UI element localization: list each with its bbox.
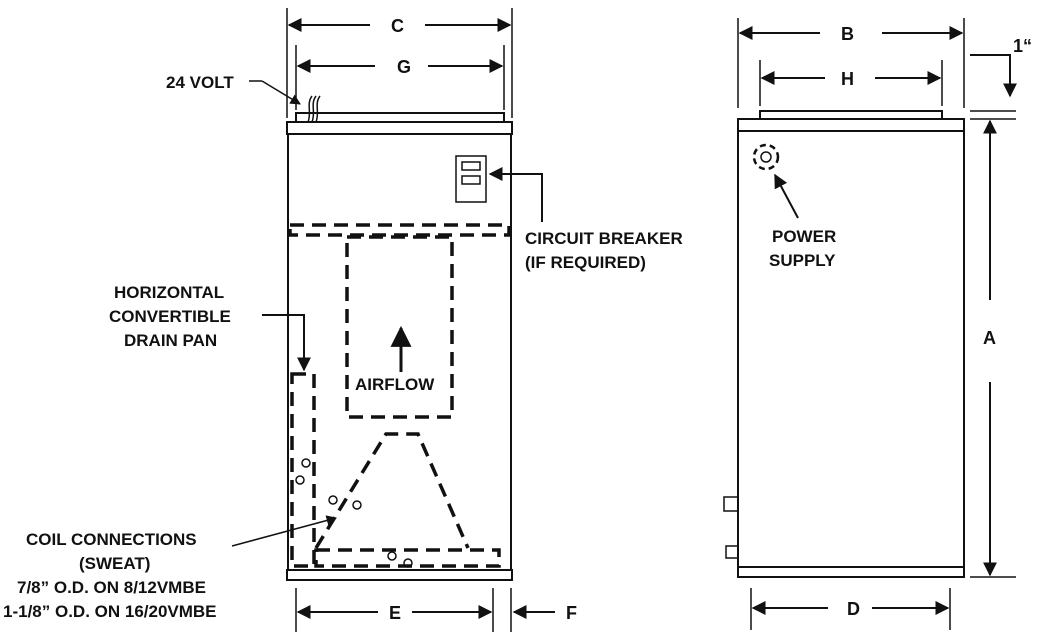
svg-text:24 VOLT: 24 VOLT (166, 73, 234, 92)
svg-text:H: H (841, 69, 854, 89)
dimension-e: E (295, 588, 494, 632)
svg-text:POWER: POWER (772, 227, 836, 246)
svg-text:CONVERTIBLE: CONVERTIBLE (109, 307, 231, 326)
svg-text:7/8” O.D. ON 8/12VMBE: 7/8” O.D. ON 8/12VMBE (17, 578, 206, 597)
side-top-collar (759, 110, 943, 120)
front-top-flange (286, 121, 513, 135)
side-view (723, 110, 965, 578)
dimension-b: B (737, 18, 965, 108)
front-bottom-flange (286, 569, 513, 581)
dimension-one-inch: 1“ (970, 36, 1032, 120)
dimension-a: A (970, 119, 1016, 578)
bottom-pan-dashed (314, 548, 501, 568)
svg-text:1“: 1“ (1013, 36, 1032, 56)
front-view: AIRFLOW (286, 95, 513, 581)
svg-text:COIL CONNECTIONS: COIL CONNECTIONS (26, 530, 197, 549)
airflow-label: AIRFLOW (355, 375, 435, 394)
coil-a-frame-dashed (314, 432, 470, 549)
svg-text:A: A (983, 328, 996, 348)
svg-text:(IF REQUIRED): (IF REQUIRED) (525, 253, 646, 272)
volt-wires (307, 95, 321, 123)
svg-text:C: C (391, 16, 404, 36)
circuit-breaker-callout: CIRCUIT BREAKER (IF REQUIRED) (488, 167, 683, 272)
svg-text:HORIZONTAL: HORIZONTAL (114, 283, 224, 302)
svg-text:(SWEAT): (SWEAT) (79, 554, 150, 573)
svg-text:CIRCUIT BREAKER: CIRCUIT BREAKER (525, 229, 683, 248)
volt-callout: 24 VOLT (166, 73, 301, 105)
dimension-c: C (286, 8, 513, 118)
power-supply-knockout (752, 143, 780, 171)
filter-area-dashed (288, 223, 511, 237)
side-knockout-lower (725, 545, 739, 559)
side-cabinet (737, 130, 965, 568)
drain-pan-callout: HORIZONTAL CONVERTIBLE DRAIN PAN (109, 283, 311, 372)
dimension-f: F (510, 588, 577, 632)
dimension-d: D (750, 588, 951, 630)
front-top-collar (295, 112, 505, 123)
svg-text:E: E (389, 603, 401, 623)
drain-pan-dashed (290, 372, 316, 568)
side-knockout-upper (723, 496, 739, 512)
svg-text:1-1/8” O.D. ON 16/20VMBE: 1-1/8” O.D. ON 16/20VMBE (3, 602, 217, 621)
power-supply-callout: POWER SUPPLY (769, 173, 836, 270)
coil-connection-circles (295, 458, 413, 568)
dimension-h: H (759, 60, 943, 106)
svg-text:DRAIN PAN: DRAIN PAN (124, 331, 217, 350)
airflow-opening-dashed (345, 235, 454, 419)
side-top-flange (737, 118, 965, 132)
circuit-breaker-box (455, 155, 487, 203)
svg-text:SUPPLY: SUPPLY (769, 251, 836, 270)
svg-text:D: D (847, 599, 860, 619)
svg-text:F: F (566, 603, 577, 623)
svg-text:B: B (841, 24, 854, 44)
coil-connections-callout: COIL CONNECTIONS (SWEAT) 7/8” O.D. ON 8/… (3, 515, 338, 621)
power-supply-knockout-inner (760, 151, 772, 163)
side-bottom-flange (737, 566, 965, 578)
svg-text:G: G (397, 57, 411, 77)
dimension-g: G (295, 45, 505, 110)
